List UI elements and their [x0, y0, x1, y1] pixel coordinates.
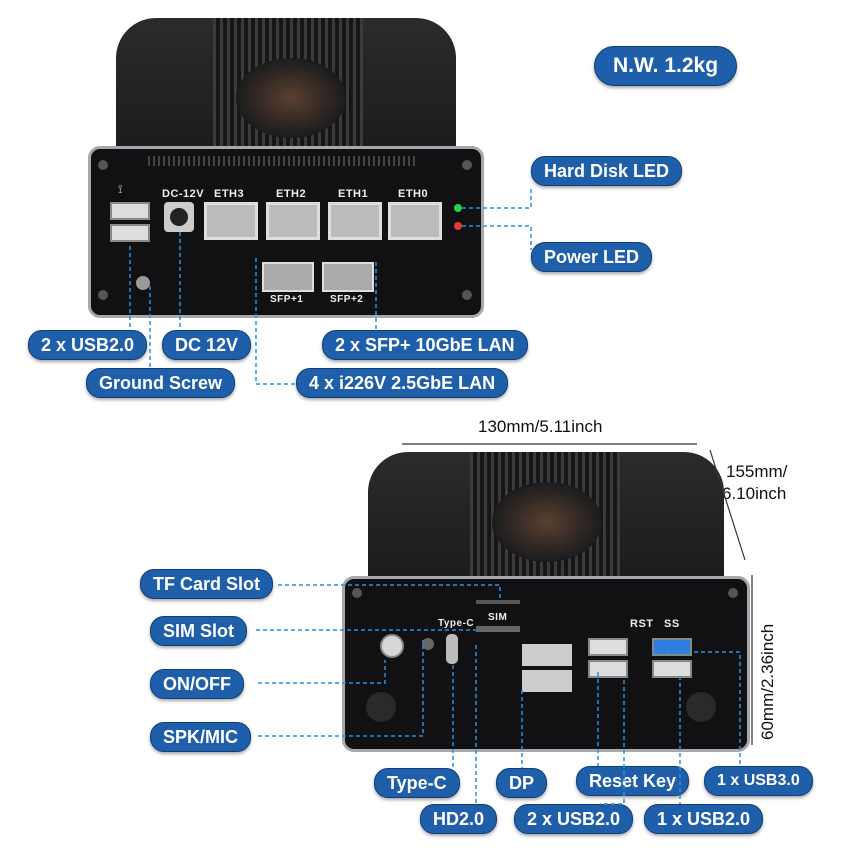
- callout-usb20-two: 2 x USB2.0: [514, 804, 634, 834]
- sim-slot[interactable]: [476, 626, 520, 632]
- height-dimension: 60mm/2.36inch: [758, 623, 777, 740]
- dp-port[interactable]: [522, 670, 572, 692]
- type-c-label: Type-C: [438, 618, 475, 629]
- screw: [728, 588, 738, 598]
- eth-port[interactable]: [204, 202, 258, 240]
- antenna-cover: [686, 692, 716, 722]
- callout-usb30: 1 x USB3.0: [704, 766, 813, 796]
- callout-sfp: 2 x SFP+ 10GbE LAN: [322, 330, 528, 360]
- sfp-label: SFP+2: [330, 294, 364, 305]
- eth-label: ETH2: [276, 188, 307, 200]
- weight-badge: N.W. 1.2kg: [594, 46, 738, 86]
- sfp-port[interactable]: [262, 262, 314, 292]
- hard-disk-led: [454, 204, 462, 212]
- screw: [98, 290, 108, 300]
- eth-port[interactable]: [388, 202, 442, 240]
- hdmi-port[interactable]: [522, 644, 572, 666]
- screw: [98, 160, 108, 170]
- screw: [462, 290, 472, 300]
- eth-port[interactable]: [328, 202, 382, 240]
- screw: [352, 588, 362, 598]
- callout-dc12v: DC 12V: [162, 330, 252, 360]
- callout-tf-card: TF Card Slot: [140, 569, 273, 599]
- callout-on-off: ON/OFF: [150, 669, 244, 699]
- callout-usb20: 2 x USB2.0: [28, 330, 148, 360]
- fan-grill: [236, 58, 346, 138]
- usb-port[interactable]: [588, 660, 628, 678]
- usb3-port[interactable]: [652, 638, 692, 656]
- callout-hard-disk-led: Hard Disk LED: [531, 156, 683, 186]
- usb-icon: ⟟: [118, 182, 123, 196]
- eth-label: ETH0: [398, 188, 429, 200]
- callout-dp: DP: [496, 768, 548, 798]
- callout-hd20: HD2.0: [420, 804, 498, 834]
- tf-card-slot[interactable]: [476, 600, 520, 604]
- usb-port[interactable]: [110, 224, 150, 242]
- ss-label: SS: [664, 618, 680, 630]
- dc-label: DC-12V: [162, 188, 205, 200]
- power-led: [454, 222, 462, 230]
- width-dimension: 130mm/5.11inch: [478, 417, 603, 436]
- usb-port[interactable]: [652, 660, 692, 678]
- usb-port[interactable]: [110, 202, 150, 220]
- sfp-port[interactable]: [322, 262, 374, 292]
- callout-type-c: Type-C: [374, 768, 460, 798]
- callout-power-led: Power LED: [531, 242, 653, 272]
- callout-ground: Ground Screw: [86, 368, 236, 398]
- top-device: ⟟ DC-12V ETH3 ETH2 ETH1 ETH0 SFP+1 SFP+2: [88, 18, 484, 318]
- eth-label: ETH3: [214, 188, 245, 200]
- type-c-port[interactable]: [446, 634, 458, 664]
- dc-jack[interactable]: [164, 202, 194, 232]
- power-button[interactable]: [380, 634, 404, 658]
- callout-spk-mic: SPK/MIC: [150, 722, 252, 752]
- eth-label: ETH1: [338, 188, 369, 200]
- sfp-label: SFP+1: [270, 294, 304, 305]
- callout-lan: 4 x i226V 2.5GbE LAN: [296, 368, 509, 398]
- vent-strip: [148, 156, 418, 166]
- screw: [462, 160, 472, 170]
- bottom-device: Type-C SIM RST SS: [342, 452, 750, 752]
- ground-screw[interactable]: [136, 276, 150, 290]
- sim-label: SIM: [488, 612, 508, 623]
- fan-grill: [492, 482, 602, 562]
- usb-port[interactable]: [588, 638, 628, 656]
- eth-port[interactable]: [266, 202, 320, 240]
- callout-reset: Reset Key: [576, 766, 690, 796]
- rst-label: RST: [630, 618, 654, 630]
- callout-usb20-one: 1 x USB2.0: [644, 804, 764, 834]
- callout-sim-slot: SIM Slot: [150, 616, 247, 646]
- antenna-cover: [366, 692, 396, 722]
- audio-jack[interactable]: [422, 638, 434, 650]
